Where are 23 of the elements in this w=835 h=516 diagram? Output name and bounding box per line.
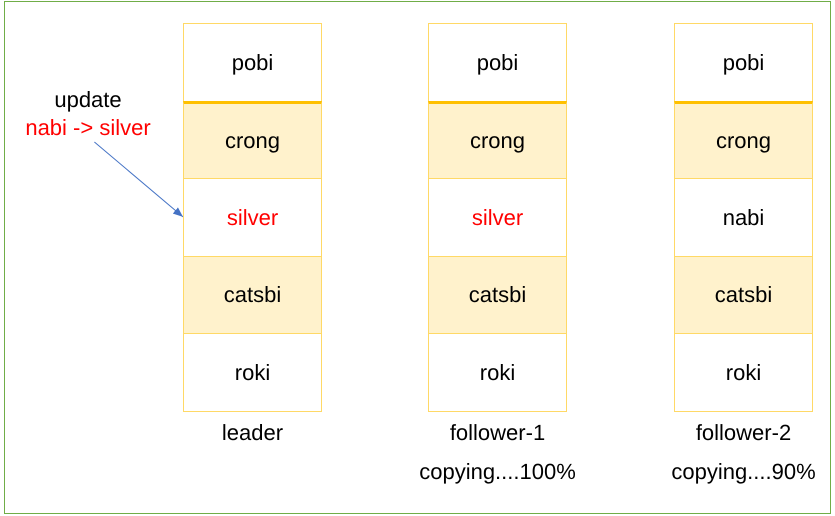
annotation-text: update [54, 86, 122, 114]
value-row: roki [428, 333, 567, 412]
value-row: roki [183, 333, 322, 412]
progress-text: copying....90% [671, 458, 816, 486]
value-row: silver [183, 178, 322, 258]
value-row: crong [674, 100, 813, 180]
annotation-text: nabi -> silver [25, 114, 151, 142]
value-row: catsbi [674, 256, 813, 335]
progress-text: copying....100% [419, 458, 576, 486]
value-row: nabi [674, 178, 813, 258]
column-title: follower-2 [696, 419, 792, 448]
arrow [94, 142, 184, 218]
value-row: crong [183, 100, 322, 180]
value-row: catsbi [428, 256, 567, 335]
column-title: follower-1 [450, 419, 546, 448]
value-row: roki [674, 333, 813, 412]
value-row: crong [428, 100, 567, 180]
value-row: pobi [428, 23, 567, 102]
value-row: pobi [674, 23, 813, 102]
value-row: silver [428, 178, 567, 258]
value-row: pobi [183, 23, 322, 102]
column-title: leader [222, 419, 284, 448]
value-row: catsbi [183, 256, 322, 335]
